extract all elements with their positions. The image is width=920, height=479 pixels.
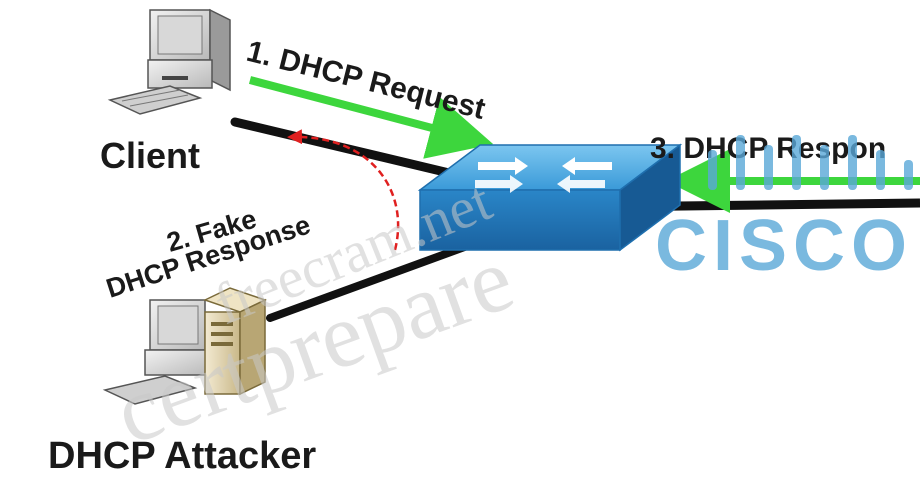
attacker-label: DHCP Attacker [48,435,316,477]
cisco-logo-text: CISCO [655,206,913,286]
desktop-computer-icon [107,8,231,115]
cisco-logo: CISCO [655,135,913,286]
request-arrow [248,76,494,159]
client-cable [230,117,475,183]
desktop-with-server-icon [102,287,267,405]
network-switch-icon [417,143,683,252]
client-label: Client [100,135,200,176]
attacker-cable [266,241,474,322]
